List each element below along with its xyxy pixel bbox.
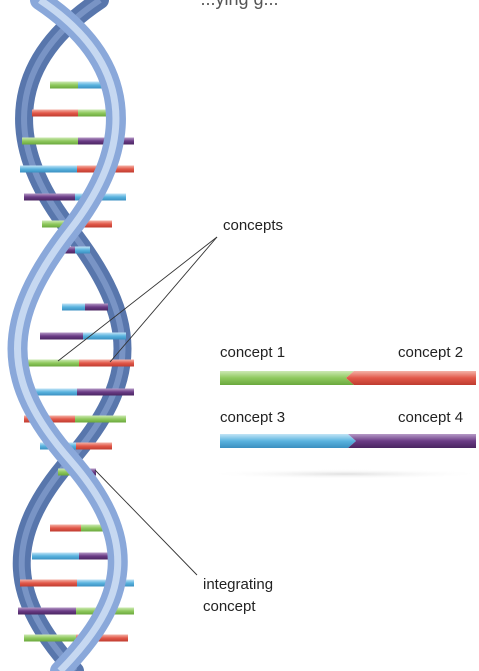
integrating-concept-label: integrating concept [203, 574, 273, 618]
concept-2-label: concept 2 [398, 342, 463, 364]
base-pair-left [32, 553, 79, 560]
base-pair-right [75, 247, 90, 254]
base-pair-left [20, 166, 77, 173]
concept-1-bar [220, 371, 354, 385]
base-pair-right [79, 360, 134, 367]
base-pair-left [32, 110, 78, 117]
concept-3-label: concept 3 [220, 407, 285, 429]
concept-1-label: concept 1 [220, 342, 285, 364]
base-pair-left [20, 580, 77, 587]
base-pair-left [22, 138, 78, 145]
base-pair-left [24, 635, 76, 642]
base-pair-left [24, 194, 75, 201]
base-pair-right [85, 304, 108, 311]
base-pair-right [75, 416, 126, 423]
base-pair-left [40, 333, 83, 340]
base-pair-left [50, 525, 81, 532]
base-pair-left [50, 82, 78, 89]
legend-shadow [205, 469, 479, 479]
concept-2-bar [346, 371, 476, 385]
integrating-label-line-1: integrating [203, 574, 273, 596]
concepts-callout-line-2 [110, 237, 217, 362]
diagram-title-partial: ...ying g... [0, 0, 479, 10]
legend-pair-1 [220, 371, 476, 385]
base-pair-right [77, 389, 134, 396]
concept-4-label: concept 4 [398, 407, 463, 429]
concepts-callout-label: concepts [223, 215, 283, 237]
integrating-label-line-2: concept [203, 596, 273, 618]
concept-3-bar [220, 434, 356, 448]
base-pair-left [62, 304, 85, 311]
base-pair-left [18, 608, 76, 615]
base-pair-right [76, 443, 112, 450]
legend-pair-2 [220, 434, 476, 448]
concept-4-bar [348, 434, 476, 448]
base-pair-left [24, 360, 79, 367]
